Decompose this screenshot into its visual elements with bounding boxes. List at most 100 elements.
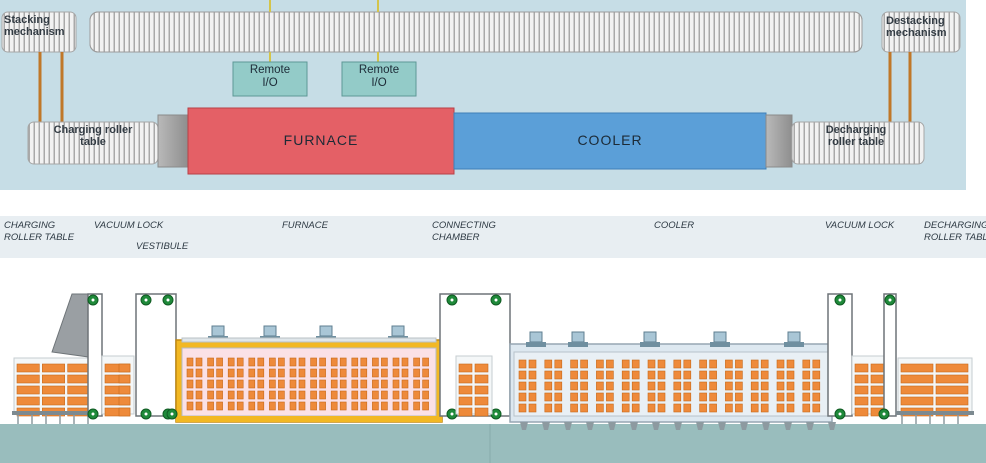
load-tray bbox=[647, 381, 656, 391]
load-tray bbox=[330, 379, 338, 389]
load-tray bbox=[372, 390, 379, 400]
load-tray bbox=[351, 357, 359, 367]
load-tray bbox=[725, 370, 733, 380]
load-tray bbox=[870, 396, 885, 406]
load-tray bbox=[709, 370, 717, 380]
load-tray bbox=[269, 379, 276, 389]
load-tray bbox=[392, 390, 400, 400]
ground-floor bbox=[0, 424, 986, 463]
load-tray bbox=[310, 368, 317, 378]
load-tray bbox=[647, 370, 656, 380]
load-tray bbox=[236, 357, 244, 367]
load-tray bbox=[776, 359, 785, 369]
stacking-label: Stacking mechanism bbox=[4, 14, 65, 38]
decharging-roller-table-label: DECHARGING ROLLER TABLE bbox=[924, 220, 986, 243]
load-tray bbox=[381, 368, 388, 378]
load-tray bbox=[699, 381, 707, 391]
load-tray bbox=[750, 381, 759, 391]
load-tray bbox=[802, 370, 811, 380]
load-tray bbox=[935, 385, 969, 395]
load-tray bbox=[760, 370, 769, 380]
load-tray bbox=[673, 381, 682, 391]
cooling-fan bbox=[787, 331, 801, 343]
load-tray bbox=[289, 379, 297, 389]
load-tray bbox=[580, 403, 588, 413]
load-tray bbox=[360, 390, 368, 400]
load-tray bbox=[269, 390, 276, 400]
load-tray bbox=[870, 363, 885, 373]
load-tray bbox=[118, 407, 131, 417]
remote-io-1 bbox=[232, 61, 308, 97]
load-tray bbox=[606, 359, 614, 369]
cooling-fan bbox=[529, 331, 543, 343]
load-tray bbox=[16, 385, 40, 395]
load-tray bbox=[709, 359, 717, 369]
cooling-fan bbox=[643, 331, 657, 343]
load-tray bbox=[812, 381, 821, 391]
load-tray bbox=[776, 392, 785, 402]
load-tray bbox=[900, 385, 934, 395]
load-tray bbox=[330, 390, 338, 400]
load-tray bbox=[854, 385, 869, 395]
load-tray bbox=[392, 357, 400, 367]
section-header bbox=[0, 216, 986, 258]
load-tray bbox=[298, 401, 306, 411]
destacking-tower bbox=[883, 293, 897, 417]
load-tray bbox=[518, 381, 527, 391]
load-tray bbox=[673, 403, 682, 413]
load-tray bbox=[310, 357, 317, 367]
load-tray bbox=[351, 401, 359, 411]
load-tray bbox=[298, 379, 306, 389]
load-tray bbox=[186, 368, 194, 378]
load-tray bbox=[673, 359, 682, 369]
load-tray bbox=[67, 385, 91, 395]
overview-drawing bbox=[1, 0, 961, 175]
load-tray bbox=[401, 379, 409, 389]
load-tray bbox=[900, 396, 934, 406]
load-tray bbox=[310, 390, 317, 400]
load-tray bbox=[544, 359, 553, 369]
load-tray bbox=[269, 368, 276, 378]
load-tray bbox=[657, 381, 666, 391]
load-tray bbox=[360, 357, 368, 367]
load-tray bbox=[760, 381, 769, 391]
load-tray bbox=[580, 370, 588, 380]
load-tray bbox=[474, 407, 489, 417]
load-tray bbox=[812, 392, 821, 402]
cooling-fan bbox=[571, 331, 585, 343]
cooler-label: COOLER bbox=[577, 132, 643, 148]
load-tray bbox=[207, 390, 214, 400]
load-tray bbox=[118, 363, 131, 373]
load-tray bbox=[248, 401, 256, 411]
decharging-roller-table bbox=[791, 121, 925, 165]
load-tray bbox=[596, 403, 604, 413]
load-tray bbox=[257, 379, 265, 389]
load-tray bbox=[570, 392, 578, 402]
load-tray bbox=[422, 368, 429, 378]
load-tray bbox=[227, 368, 235, 378]
load-tray bbox=[269, 401, 276, 411]
exit-lock-block bbox=[765, 114, 793, 168]
cross-section-drawing bbox=[0, 293, 986, 463]
remote-io-2 bbox=[341, 61, 417, 97]
load-tray bbox=[802, 403, 811, 413]
load-tray bbox=[42, 363, 65, 373]
vestibule-label: VESTIBULE bbox=[136, 241, 189, 252]
load-tray bbox=[935, 363, 969, 373]
load-tray bbox=[360, 401, 368, 411]
load-tray bbox=[606, 381, 614, 391]
heater-feedthrough bbox=[263, 325, 277, 337]
load-tray bbox=[381, 401, 388, 411]
load-tray bbox=[339, 401, 347, 411]
load-tray bbox=[596, 381, 604, 391]
load-tray bbox=[683, 403, 692, 413]
load-tray bbox=[735, 359, 743, 369]
load-tray bbox=[42, 374, 65, 384]
load-tray bbox=[257, 357, 265, 367]
load-tray bbox=[631, 403, 640, 413]
load-tray bbox=[372, 401, 379, 411]
load-tray bbox=[42, 396, 65, 406]
load-tray bbox=[216, 390, 223, 400]
load-tray bbox=[725, 403, 733, 413]
load-tray bbox=[631, 359, 640, 369]
